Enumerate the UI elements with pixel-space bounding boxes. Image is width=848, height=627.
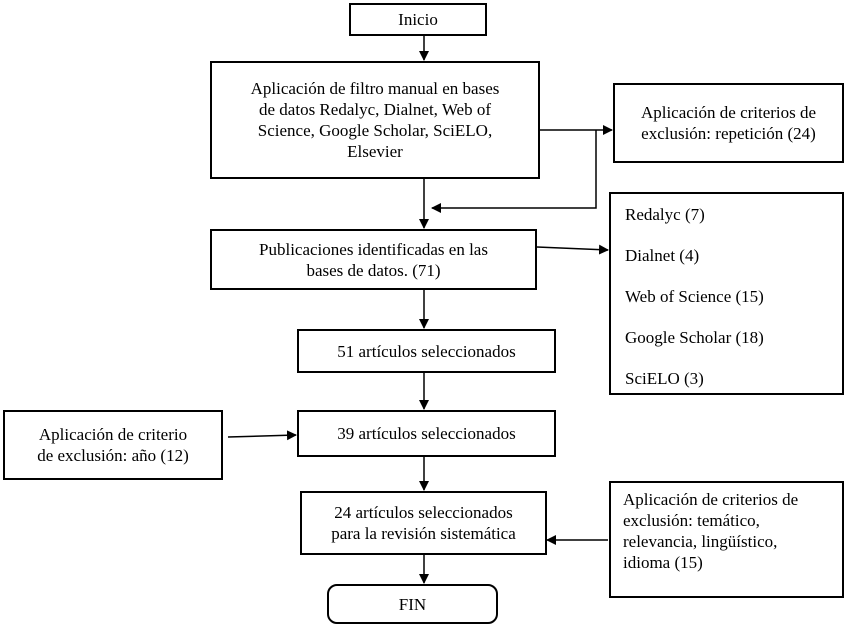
bases-list-box: Redalyc (7) Dialnet (4) Web of Science (… (609, 192, 844, 395)
tematico-line-2: exclusión: temático, (623, 511, 760, 530)
fin-box: FIN (327, 584, 498, 624)
bases-item-wos: Web of Science (15) (625, 287, 764, 306)
tematico-line-3: relevancia, lingüístico, (623, 532, 778, 551)
arrow-anio-to-39 (227, 430, 297, 441)
identificadas-line-2: bases de datos. (71) (306, 260, 441, 280)
sel51-box: 51 artículos seleccionados (297, 329, 556, 373)
tematico-box: Aplicación de criterios de exclusión: te… (609, 481, 844, 598)
filtro-line-4: Elsevier (347, 142, 403, 161)
anio-line-1: Aplicación de criterio (38, 425, 188, 444)
bases-item-scielo: SciELO (3) (625, 369, 704, 388)
sel24-box: 24 artículos seleccionados para la revis… (300, 491, 547, 555)
filtro-line-1: Aplicación de filtro manual en bases (250, 79, 500, 98)
anio-line-2: de exclusión: año (12) (37, 446, 189, 465)
repeticion-line-1: Aplicación de criterios de (640, 103, 817, 122)
sel39-label: 39 artículos seleccionados (337, 424, 516, 443)
bases-item-dialnet: Dialnet (4) (625, 246, 700, 265)
tematico-line-1: Aplicación de criterios de (623, 490, 799, 509)
filtro-box: Aplicación de filtro manual en bases de … (210, 61, 540, 179)
sel24-line-2: para la revisión sistemática (331, 524, 516, 543)
inicio-label: Inicio (398, 10, 438, 29)
inicio-box: Inicio (349, 3, 487, 36)
anio-box: Aplicación de criterio de exclusión: año… (3, 410, 223, 480)
filtro-line-2: de datos Redalyc, Dialnet, Web of (259, 100, 491, 119)
sel24-line-1: 24 artículos seleccionados (334, 503, 513, 522)
bases-item-redalyc: Redalyc (7) (625, 205, 705, 224)
sel51-label: 51 artículos seleccionados (337, 341, 516, 361)
identificadas-line-1: Publicaciones identificadas en las (259, 239, 488, 259)
bases-item-google-scholar: Google Scholar (18) (625, 328, 764, 347)
arrow-identificadas-to-bases (536, 244, 609, 255)
repeticion-line-2: exclusión: repetición (24) (641, 124, 816, 143)
identificadas-box: Publicaciones identificadas en las bases… (210, 229, 537, 290)
fin-label: FIN (398, 594, 427, 614)
filtro-line-3: Science, Google Scholar, SciELO, (257, 121, 493, 140)
arrow-repeticion-return (431, 130, 597, 213)
tematico-line-4: idioma (15) (623, 553, 703, 572)
repeticion-box: Aplicación de criterios de exclusión: re… (613, 83, 844, 163)
sel39-box: 39 artículos seleccionados (297, 410, 556, 457)
